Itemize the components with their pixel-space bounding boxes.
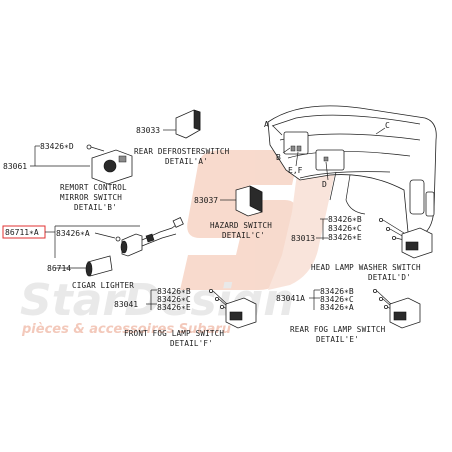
remote-mirror-switch-group: 83426∗D 83061 REMORT CONTROL MIRROR SWIT…: [3, 142, 133, 212]
logo-shape-j: [268, 150, 340, 290]
watermark-logo: [180, 150, 340, 290]
caption-remote-mirror-1: REMORT CONTROL: [60, 183, 127, 192]
part-number-83426-e-f: 83426∗E: [157, 303, 191, 312]
caption-rear-fog: REAR FOG LAMP SWITCH: [290, 325, 386, 334]
caption-front-fog-detail: DETAIL'F': [170, 339, 213, 348]
caption-headlamp: HEAD LAMP WASHER SWITCH: [311, 263, 421, 272]
defroster-switch-side: [193, 109, 201, 131]
dash-label-b: B: [276, 153, 281, 162]
part-number-86711-a: 86711∗A: [5, 228, 39, 237]
part-number-83426-b-f: 83426∗B: [157, 287, 191, 296]
hazard-switch-group: 83037 HAZARD SWITCH DETAIL'C': [194, 185, 272, 240]
part-number-83426-a: 83426∗A: [56, 229, 90, 238]
caption-remote-mirror-3: DETAIL'B': [74, 203, 117, 212]
caption-remote-mirror-2: MIRROR SWITCH: [60, 193, 122, 202]
watermark-tagline: pièces & accessoires Subaru: [21, 322, 231, 337]
part-number-83061: 83061: [3, 162, 27, 171]
part-number-83426-c-d: 83426∗C: [328, 224, 362, 233]
caption-rear-defroster-detail: DETAIL'A': [165, 157, 208, 166]
caption-hazard: HAZARD SWITCH: [210, 221, 272, 230]
part-number-83426-b-e: 83426∗B: [320, 287, 354, 296]
lighter-socket: [121, 233, 143, 257]
part-number-83426-a-e: 83426∗A: [320, 303, 354, 312]
front-fog-switch-group: 83426∗B 83426∗C 83426∗E 83041 FRONT FOG …: [114, 287, 257, 348]
logo-shape-s: [180, 150, 300, 290]
part-number-83013: 83013: [291, 234, 315, 243]
part-number-83037: 83037: [194, 196, 218, 205]
dashboard-illustration: A C B E,F D: [264, 105, 437, 236]
dash-label-ef: E,F: [288, 166, 303, 175]
hazard-switch-side: [249, 185, 263, 213]
caption-cigar-lighter: CIGAR LIGHTER: [72, 281, 134, 290]
part-number-83426-b-d: 83426∗B: [328, 215, 362, 224]
caption-headlamp-detail: DETAIL'D': [368, 273, 411, 282]
part-number-83426-d: 83426∗D: [40, 142, 74, 151]
caption-front-fog: FRONT FOG LAMP SWITCH: [124, 329, 224, 338]
caption-hazard-detail: DETAIL'C': [222, 231, 265, 240]
dash-label-d: D: [322, 180, 327, 189]
headlamp-washer-switch-group: 83426∗B 83426∗C 83426∗E 83013 HEAD LAMP …: [291, 215, 433, 282]
dash-label-a: A: [264, 120, 269, 129]
rear-defroster-switch-group: 83033 REAR DEFROSTERSWITCH DETAIL'A': [134, 109, 230, 166]
part-number-86714: 86714: [47, 264, 71, 273]
part-number-83041: 83041: [114, 300, 138, 309]
caption-rear-defroster: REAR DEFROSTERSWITCH: [134, 147, 230, 156]
caption-rear-fog-detail: DETAIL'E': [316, 335, 359, 344]
rear-fog-switch-group: 83426∗B 83426∗C 83426∗A 83041A REAR FOG …: [276, 287, 421, 344]
dash-label-c: C: [385, 121, 390, 130]
part-number-83041a: 83041A: [276, 294, 305, 303]
part-number-83426-c-e: 83426∗C: [320, 295, 354, 304]
cigar-lighter-group: 86711∗A 83426∗A 86714 CIGAR LIGHTER: [2, 217, 184, 290]
part-number-83033: 83033: [136, 126, 160, 135]
part-number-83426-c-f: 83426∗C: [157, 295, 191, 304]
part-number-83426-e-d: 83426∗E: [328, 233, 362, 242]
